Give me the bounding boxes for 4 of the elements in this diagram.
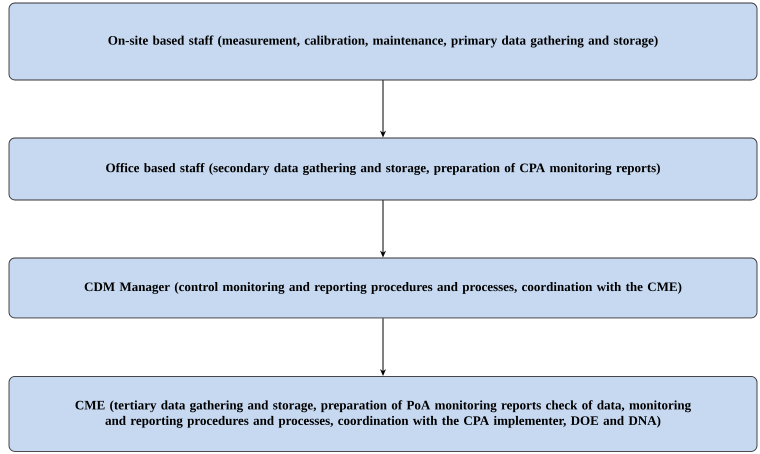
process-box: Office based staff (secondary data gathering and storage, preparation of CPA monitoring reports) bbox=[8, 138, 758, 200]
process-box: On-site based staff (measurement, calibration, maintenance, primary data gathering and storage) bbox=[8, 2, 758, 80]
process-box: CDM Manager (control monitoring and reporting procedures and processes, coordination with the CME) bbox=[8, 258, 758, 318]
process-box: CME (tertiary data gathering and storage, preparation of PoA monitoring reports check of data, monitoring and reporting procedures and processes, coordination with the CPA implementer, DOE and DNA) bbox=[8, 376, 758, 452]
